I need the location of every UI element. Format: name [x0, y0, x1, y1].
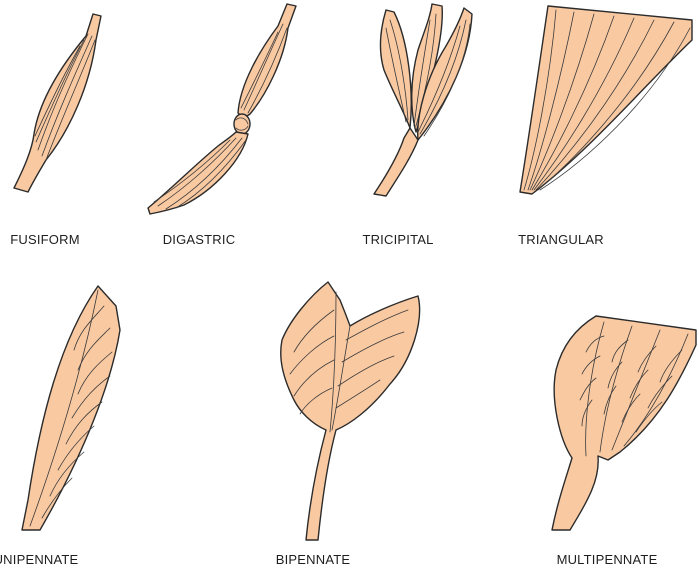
digastric-label: DIGASTRIC — [163, 233, 236, 246]
bipennate-muscle — [281, 282, 420, 540]
tricipital-label: TRICIPITAL — [362, 233, 433, 246]
digastric-muscle — [148, 4, 296, 214]
triangular-label: TRIANGULAR — [518, 233, 604, 246]
fusiform-label: FUSIFORM — [10, 233, 79, 246]
triangular-muscle — [520, 6, 692, 194]
multipennate-muscle — [552, 316, 696, 530]
multipennate-label: MULTIPENNATE — [557, 553, 658, 566]
bipennate-label: BIPENNATE — [276, 553, 351, 566]
fusiform-muscle — [14, 14, 101, 192]
unipennate-label: UNIPENNATE — [0, 553, 78, 566]
unipennate-muscle — [22, 286, 120, 530]
tricipital-muscle — [374, 4, 472, 196]
